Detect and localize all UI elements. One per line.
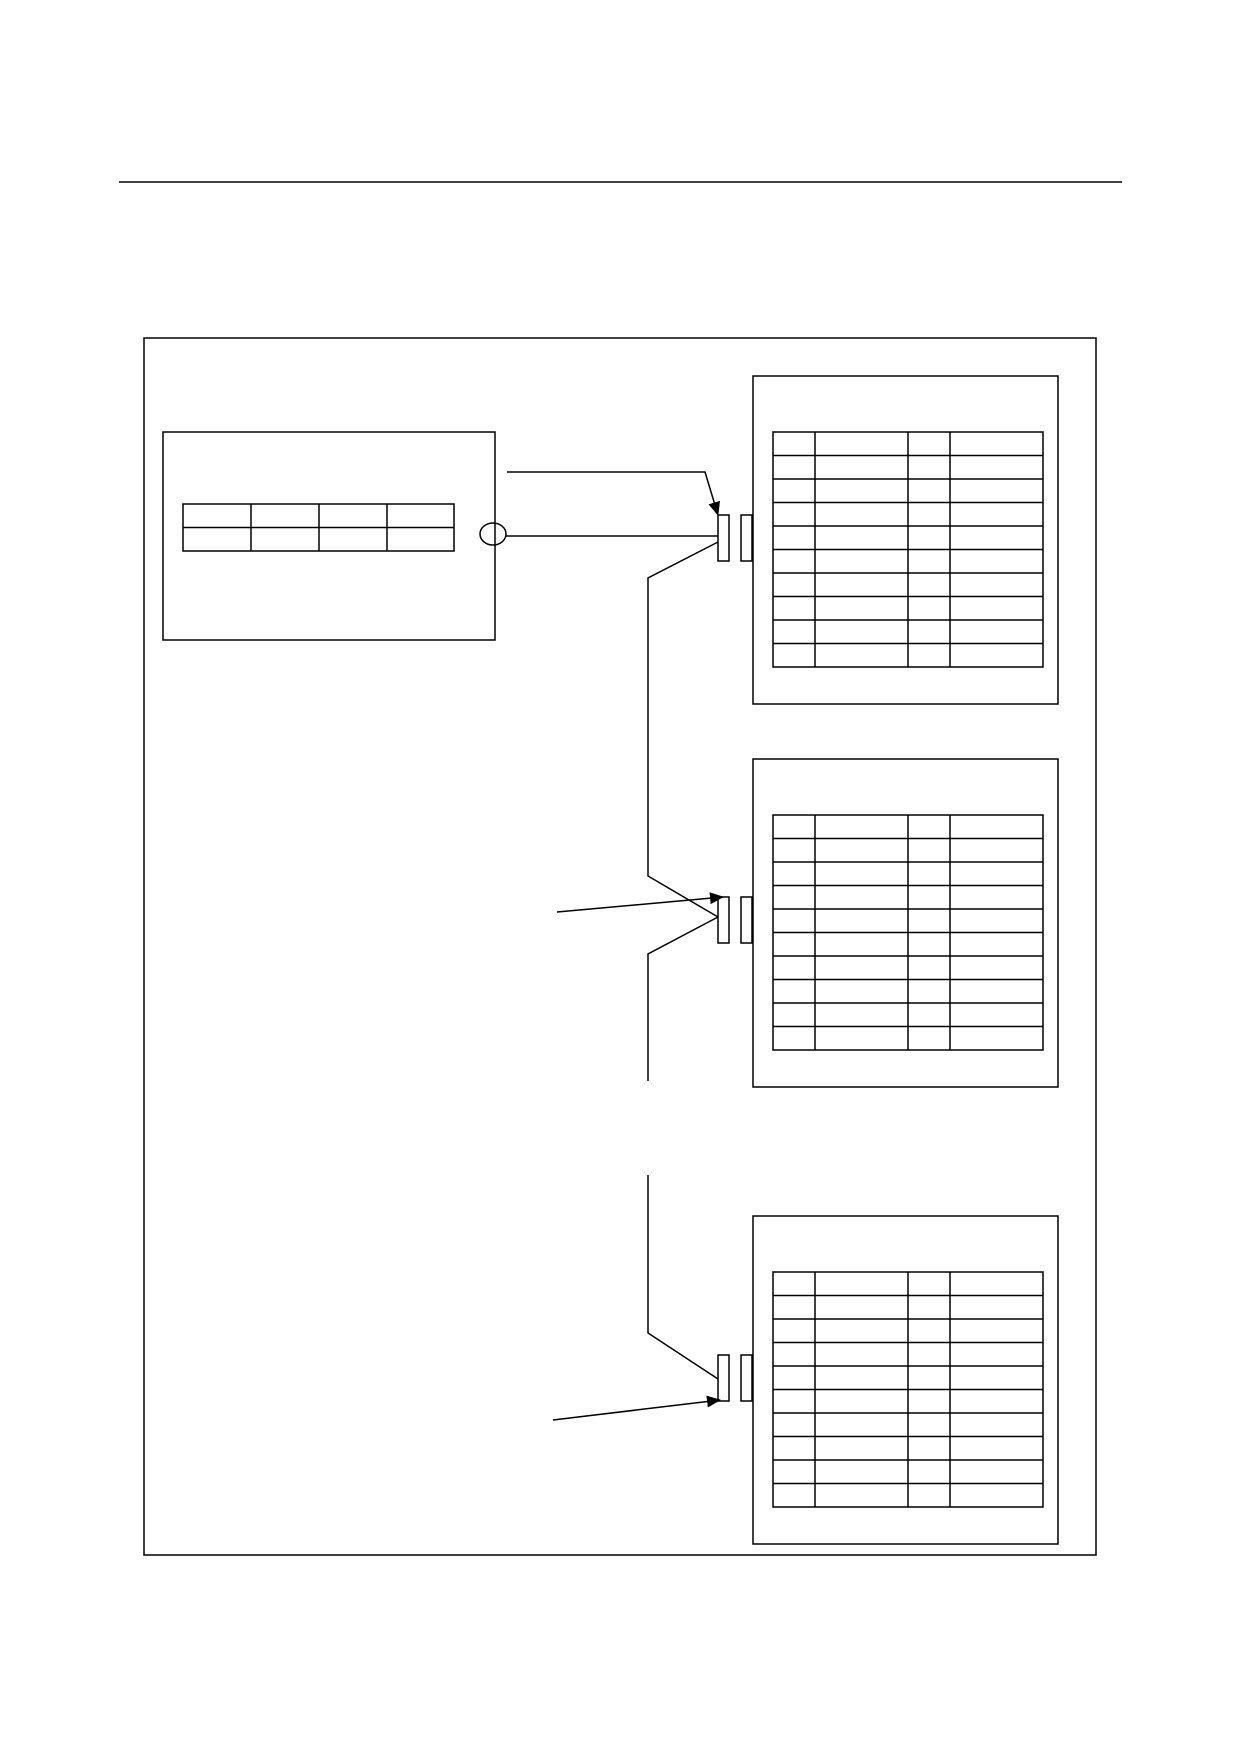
target-block-2 bbox=[752, 758, 1059, 1088]
target-table-1 bbox=[772, 431, 1044, 668]
port-2-left bbox=[717, 896, 730, 944]
target-table-2 bbox=[772, 814, 1044, 1051]
target-block-1 bbox=[752, 375, 1059, 705]
outer-frame bbox=[143, 337, 1097, 1556]
target-table-3 bbox=[772, 1271, 1044, 1508]
source-table bbox=[182, 503, 455, 552]
connector-line-top bbox=[507, 471, 720, 516]
source-block bbox=[162, 431, 496, 641]
port-1-right bbox=[740, 514, 753, 562]
port-1-left bbox=[717, 514, 730, 562]
inbound-arrow-2 bbox=[556, 892, 724, 913]
port-3-left bbox=[717, 1354, 730, 1402]
target-block-3 bbox=[752, 1215, 1059, 1545]
inbound-arrow-3 bbox=[552, 1395, 721, 1421]
source-connector-circle bbox=[479, 522, 507, 546]
bus-line-upper bbox=[647, 541, 719, 918]
bus-line-lower bbox=[647, 1175, 719, 1380]
port-2-right bbox=[740, 896, 753, 944]
port-3-right bbox=[740, 1354, 753, 1402]
bus-line-middle bbox=[647, 916, 719, 1081]
